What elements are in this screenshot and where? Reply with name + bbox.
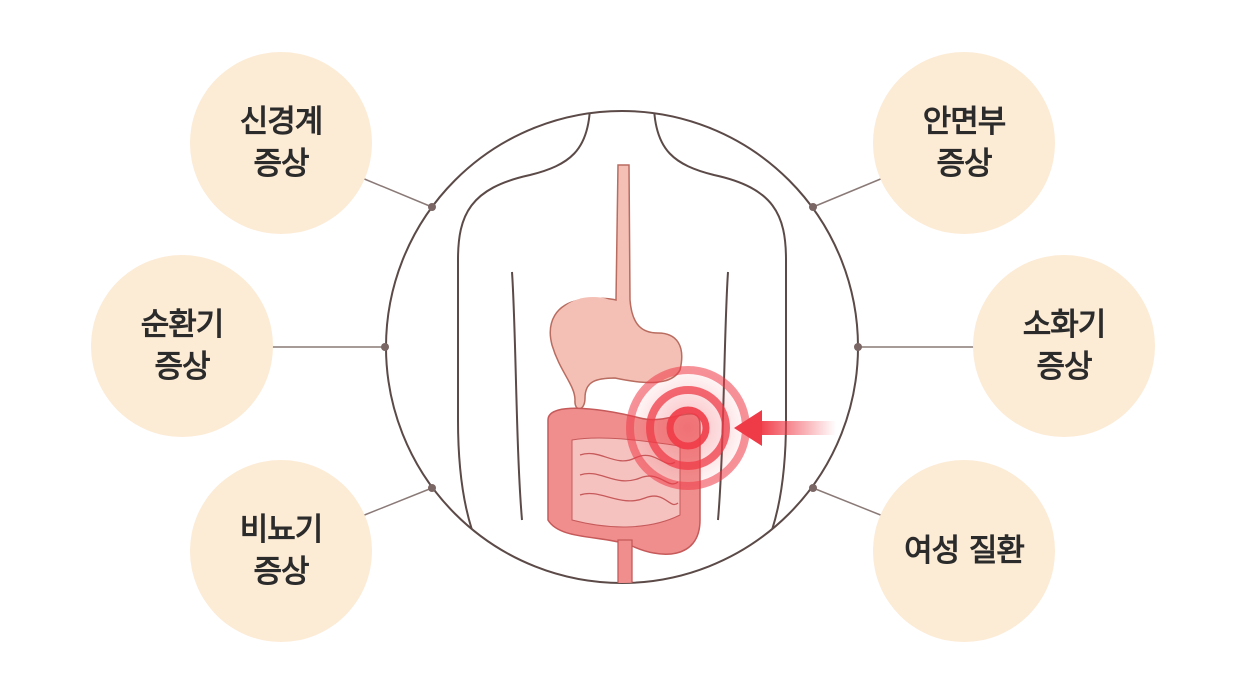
connector-women (812, 487, 884, 517)
symptom-bubble-urinary: 비뇨기 증상 (190, 460, 372, 642)
symptom-label: 비뇨기 (239, 512, 324, 548)
symptom-label: 여성 질환 (904, 533, 1025, 569)
symptom-bubble-face: 안면부 증상 (873, 52, 1055, 234)
symptom-label: 증상 (936, 146, 992, 182)
connector-neuro (361, 177, 433, 208)
symptom-bubble-neuro: 신경계 증상 (190, 52, 372, 234)
symptom-label: 순환기 (140, 307, 225, 343)
symptom-label: 증상 (154, 349, 210, 385)
arrow-icon (734, 410, 836, 446)
symptom-label: 안면부 (922, 104, 1007, 140)
symptom-label: 소화기 (1022, 307, 1107, 343)
symptom-label: 증상 (1036, 349, 1092, 385)
pain-target-icon (624, 364, 752, 492)
symptom-label: 신경계 (239, 104, 324, 140)
connector-lines (272, 177, 975, 517)
symptom-bubble-circulatory: 순환기 증상 (91, 255, 273, 437)
symptom-bubble-digestive: 소화기 증상 (973, 255, 1155, 437)
stomach-icon (549, 164, 683, 410)
symptom-label: 증상 (253, 554, 309, 590)
symptom-label: 증상 (253, 146, 309, 182)
connector-face (812, 177, 884, 208)
connector-dots (381, 203, 862, 492)
symptom-bubble-womens-disease: 여성 질환 (873, 460, 1055, 642)
connector-urinary (361, 487, 433, 517)
